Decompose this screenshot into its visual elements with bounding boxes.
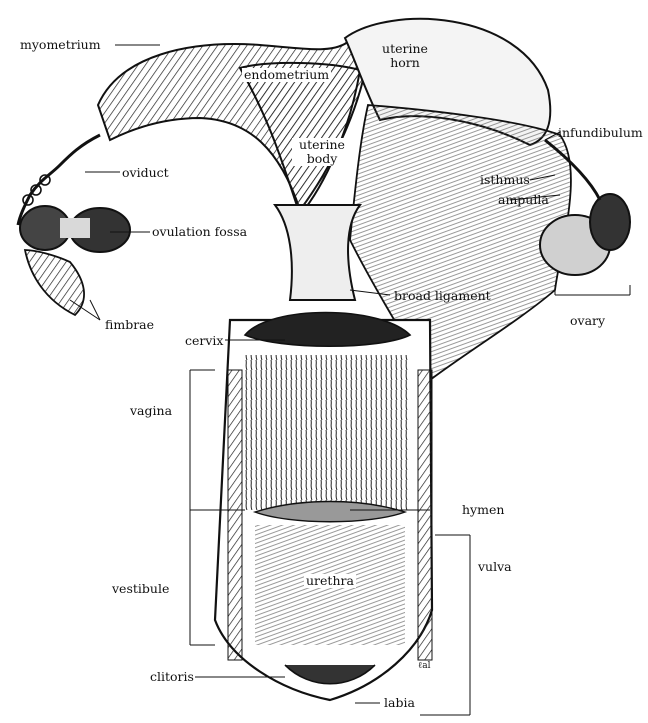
label-labia: labia: [384, 696, 415, 710]
artist-signature: ℓal: [418, 661, 431, 671]
label-broad-ligament: broad ligament: [394, 289, 491, 303]
label-hymen: hymen: [462, 503, 504, 517]
label-myometrium: myometrium: [20, 38, 101, 52]
label-cervix: cervix: [185, 334, 223, 348]
label-uterine-body: uterine body: [292, 138, 352, 166]
left-ovary: [20, 206, 130, 252]
label-vagina: vagina: [130, 404, 172, 418]
label-ovulation-fossa: ovulation fossa: [152, 225, 247, 239]
label-clitoris: clitoris: [150, 670, 194, 684]
label-infundibulum: infundibulum: [558, 126, 643, 140]
label-isthmus: isthmus: [480, 173, 530, 187]
label-vulva: vulva: [478, 560, 512, 574]
uterine-neck: [275, 205, 360, 300]
left-fimbrae: [25, 250, 84, 315]
vaginal-canal: [215, 313, 432, 701]
label-oviduct: oviduct: [122, 166, 169, 180]
label-fimbrae: fimbrae: [105, 318, 154, 332]
label-vestibule: vestibule: [112, 582, 169, 596]
label-endometrium: endometrium: [242, 68, 331, 82]
label-ampulla: ampulla: [498, 193, 549, 207]
label-ovary: ovary: [570, 314, 605, 328]
label-uterine-horn: uterine horn: [370, 42, 440, 70]
label-urethra: urethra: [304, 574, 356, 588]
